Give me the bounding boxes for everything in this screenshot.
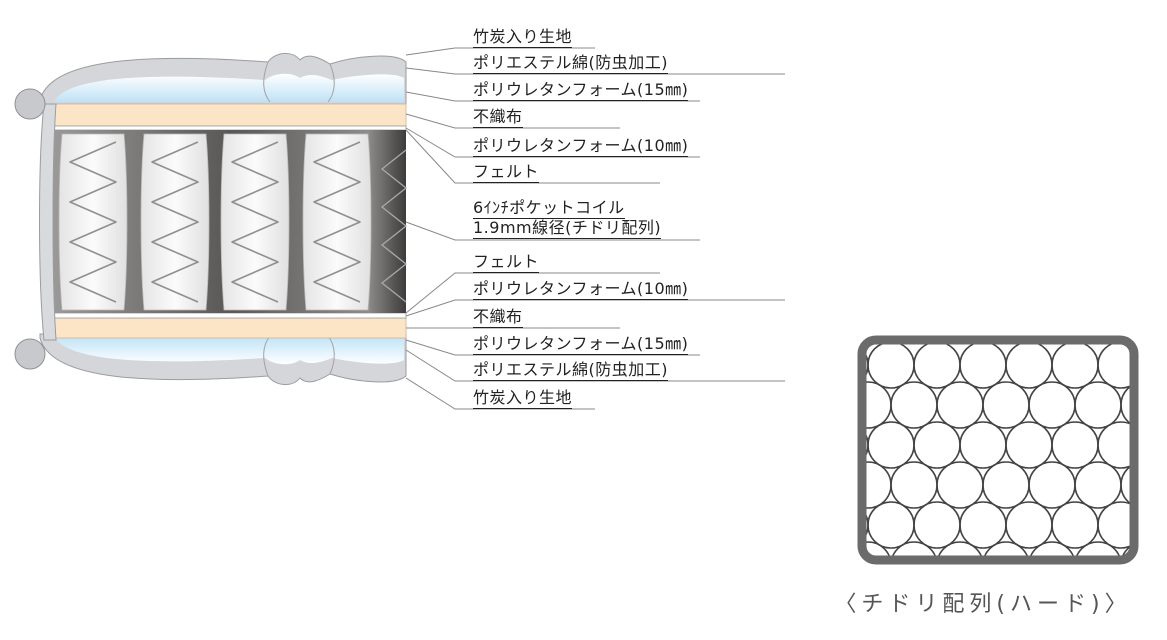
coil-circle — [1097, 421, 1134, 469]
label-coil-line2: 1.9mm線径(チドリ配列) — [473, 218, 662, 239]
coil-circle — [959, 501, 1007, 549]
coil-circle — [1051, 341, 1099, 389]
coil-circle — [982, 461, 1030, 509]
label-bottom-polyester: ポリエステル綿(防虫加工) — [473, 360, 668, 381]
pocket-coil-section — [52, 130, 408, 313]
coil-circle — [936, 541, 984, 560]
leader-line — [405, 221, 700, 241]
coil-circle — [1051, 501, 1099, 549]
pocket-coil — [220, 133, 290, 311]
bottom-nonwoven-layer — [49, 317, 407, 339]
pocket-coil — [302, 133, 372, 311]
label-bottom-urethane-15: ポリウレタンフォーム(15㎜) — [473, 334, 689, 355]
coil-circle — [982, 541, 1030, 560]
leader-lines — [405, 47, 785, 410]
leader-line — [405, 339, 700, 356]
leader-line — [405, 91, 700, 102]
leader-line — [405, 67, 785, 75]
label-top-cover: 竹炭入り生地 — [473, 27, 573, 48]
coil-circle — [1005, 341, 1053, 389]
coil-circle — [1120, 381, 1134, 429]
coil-circle — [913, 501, 961, 549]
coil-circle — [959, 341, 1007, 389]
bottom-edge-bead — [14, 338, 46, 370]
leader-line — [405, 299, 785, 317]
label-bottom-cover: 竹炭入り生地 — [473, 388, 573, 409]
coil-circle — [862, 541, 892, 560]
coil-circle — [959, 421, 1007, 469]
coil-circle — [867, 421, 915, 469]
top-nonwoven-layer — [49, 103, 407, 127]
coil-circle — [936, 461, 984, 509]
label-bottom-felt: フェルト — [473, 252, 540, 273]
coil-circle — [1028, 461, 1076, 509]
bottom-felt-sheet — [51, 312, 407, 319]
coil-circle — [1028, 381, 1076, 429]
coil-circle — [862, 461, 892, 509]
leader-line — [405, 129, 660, 184]
pocket-coil — [58, 133, 128, 311]
coil-circle — [982, 381, 1030, 429]
chidori-arrangement-icon — [857, 335, 1167, 565]
coil-circle — [1074, 461, 1122, 509]
coil-circle — [1005, 421, 1053, 469]
leader-line — [405, 272, 660, 314]
label-top-nonwoven: 不織布 — [473, 107, 523, 128]
top-edge-bead — [14, 88, 46, 120]
coil-circle — [1074, 381, 1122, 429]
coil-circle — [1120, 461, 1134, 509]
coil-circle — [1074, 541, 1122, 560]
coil-circle — [867, 341, 915, 389]
coil-circle — [890, 541, 938, 560]
coil-circle — [1097, 501, 1134, 549]
top-felt-sheet — [51, 125, 407, 131]
coil-circle — [1005, 501, 1053, 549]
leader-line — [405, 113, 620, 129]
edge-coil — [380, 149, 408, 303]
pocket-coil — [140, 133, 210, 311]
coil-circle — [1144, 502, 1167, 548]
coil-circle — [1028, 541, 1076, 560]
bottom-pillow-layer — [39, 333, 407, 385]
leader-line — [405, 127, 700, 158]
leader-line — [405, 349, 785, 382]
coil-circle — [862, 381, 892, 429]
coil-circle — [890, 461, 938, 509]
label-top-urethane-10: ポリウレタンフォーム(10㎜) — [473, 136, 689, 157]
coil-circle — [867, 501, 915, 549]
coil-circle — [913, 341, 961, 389]
label-top-urethane-15: ポリウレタンフォーム(15㎜) — [473, 80, 689, 101]
coil-circle — [913, 421, 961, 469]
coil-circle — [890, 381, 938, 429]
grid-frame — [857, 335, 1139, 565]
label-coil-line1: 6ｲﾝﾁポケットコイル — [473, 198, 625, 219]
label-bottom-urethane-10: ポリウレタンフォーム(10㎜) — [473, 279, 689, 300]
side-border-roll — [14, 88, 57, 370]
leader-line — [405, 377, 595, 410]
label-top-felt: フェルト — [473, 162, 540, 183]
coil-circle — [1051, 421, 1099, 469]
coil-circle — [1144, 422, 1167, 468]
leader-line — [405, 47, 595, 56]
top-pillow-layer — [39, 53, 407, 105]
chidori-grid-caption: 〈チドリ配列(ハード)〉 — [834, 592, 1132, 617]
coil-circle — [1120, 541, 1134, 560]
label-bottom-nonwoven: 不織布 — [473, 307, 523, 328]
label-top-polyester: ポリエステル綿(防虫加工) — [473, 53, 668, 74]
coil-circle — [936, 381, 984, 429]
coil-circle — [1144, 342, 1167, 388]
